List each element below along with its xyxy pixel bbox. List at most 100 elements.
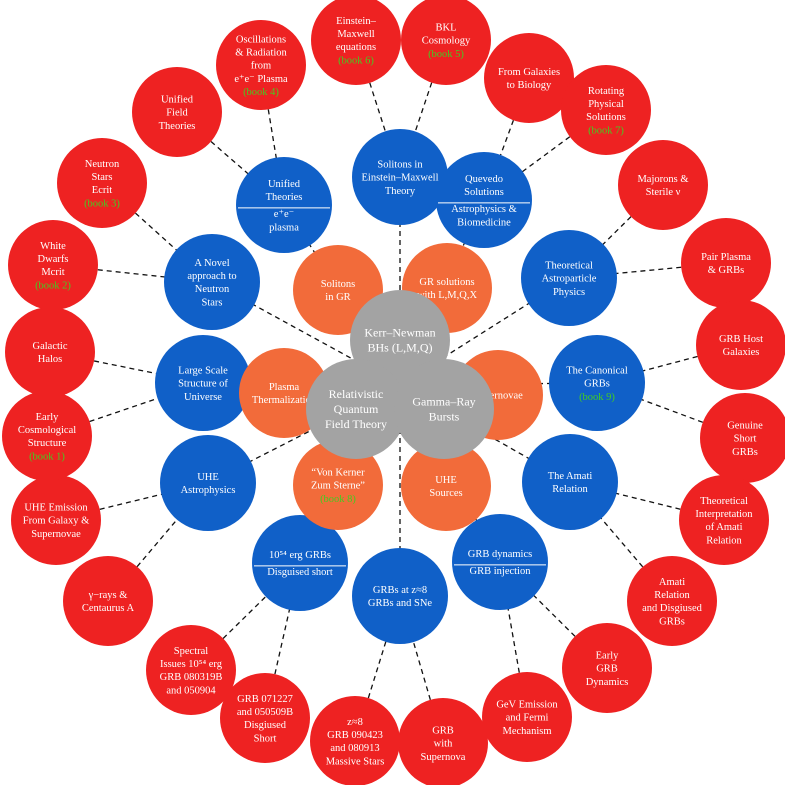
outer-node-o-pair: Pair Plasma& GRBs bbox=[681, 218, 771, 308]
node-label: Quevedo bbox=[465, 174, 503, 185]
outer-circle bbox=[146, 625, 236, 715]
node-label: UHE bbox=[435, 475, 457, 486]
node-label: Early bbox=[596, 651, 619, 662]
outer-circle bbox=[2, 391, 92, 481]
middle-circle bbox=[522, 434, 618, 530]
node-label: Neutron bbox=[85, 159, 120, 170]
node-label: GRB 080319B bbox=[160, 672, 223, 683]
node-label: GRBs bbox=[659, 616, 685, 627]
node-label: Short bbox=[254, 733, 277, 744]
node-label: Einstein– bbox=[336, 16, 376, 27]
node-label: Astrophysics bbox=[181, 485, 236, 496]
node-sublabel: e⁺e⁻ bbox=[274, 209, 294, 220]
node-label: Solutions bbox=[464, 187, 504, 198]
node-label: Ecrit bbox=[92, 185, 112, 196]
node-label: z≈8 bbox=[347, 717, 363, 728]
node-label: and 080913 bbox=[330, 743, 379, 754]
node-label: Theoretical bbox=[700, 496, 748, 507]
book-label: (book 1) bbox=[29, 451, 65, 462]
node-label: Cosmological bbox=[18, 425, 76, 436]
middle-circle bbox=[352, 548, 448, 644]
node-label: Mechanism bbox=[503, 726, 552, 737]
node-label: GRBs and SNe bbox=[368, 598, 433, 609]
middle-circle bbox=[236, 157, 332, 253]
node-label: White bbox=[40, 241, 66, 252]
outer-circle bbox=[216, 20, 306, 110]
outer-circle bbox=[696, 300, 785, 390]
node-label: Issues 10⁵⁴ erg bbox=[160, 659, 223, 670]
book-label: (book 6) bbox=[338, 55, 374, 66]
node-label: Rotating bbox=[588, 86, 625, 97]
inner-circle bbox=[401, 441, 491, 531]
node-label: Oscillations bbox=[236, 34, 286, 45]
node-label: Disgiused bbox=[244, 720, 287, 731]
node-label: 10⁵⁴ erg GRBs bbox=[269, 550, 331, 561]
node-label: Field Theory bbox=[325, 417, 387, 431]
node-label: γ−rays & bbox=[88, 590, 128, 601]
outer-node-o-bkl: BKL Cosmology (book 5) bbox=[401, 0, 491, 85]
book-label: (book 5) bbox=[428, 49, 464, 60]
node-label: Solutions bbox=[586, 112, 626, 123]
node-label: Solitons in bbox=[377, 160, 423, 171]
node-label: Majorons & bbox=[637, 174, 688, 185]
node-label: The Canonical bbox=[566, 366, 628, 377]
outer-circle bbox=[700, 393, 785, 483]
node-label: & Radiation bbox=[235, 48, 287, 59]
outer-circle bbox=[132, 67, 222, 157]
node-label: Gamma–Ray bbox=[412, 395, 475, 409]
outer-circle bbox=[401, 0, 491, 85]
node-label: Cosmology bbox=[422, 36, 471, 47]
node-label: BKL bbox=[436, 23, 457, 34]
outer-circle bbox=[681, 218, 771, 308]
outer-circle bbox=[5, 307, 95, 397]
node-sublabel: Disguised short bbox=[267, 567, 333, 578]
node-label: and Fermi bbox=[506, 713, 549, 724]
node-label: equations bbox=[336, 42, 376, 53]
outer-circle bbox=[310, 696, 400, 786]
connector-line bbox=[101, 182, 213, 283]
node-label: From Galaxy & bbox=[23, 516, 90, 527]
node-label: “Von Kerner bbox=[311, 468, 365, 479]
outer-circle bbox=[398, 698, 488, 788]
node-label: GRB dynamics bbox=[468, 549, 532, 560]
node-label: Centaurus A bbox=[82, 603, 135, 614]
node-label: Relation bbox=[552, 484, 588, 495]
node-sublabel: GRB injection bbox=[470, 566, 532, 577]
node-sublabel: Astrophysics & bbox=[451, 204, 517, 215]
middle-circle bbox=[352, 129, 448, 225]
connector-line bbox=[596, 344, 742, 384]
node-label: Physics bbox=[553, 287, 585, 298]
node-label: Solitons bbox=[321, 279, 355, 290]
node-label: Supernova bbox=[421, 752, 466, 763]
outer-circle bbox=[8, 220, 98, 310]
node-label: Neutron bbox=[195, 284, 230, 295]
node-label: GRB Host bbox=[719, 334, 763, 345]
outer-circle bbox=[11, 475, 101, 565]
node-label: Dynamics bbox=[586, 677, 629, 688]
node-label: in GR bbox=[325, 292, 350, 303]
node-label: Theory bbox=[385, 186, 416, 197]
node-label: & GRBs bbox=[708, 265, 744, 276]
node-label: Spectral bbox=[174, 646, 208, 657]
node-label: Quantum bbox=[334, 402, 379, 416]
node-label: From Galaxies bbox=[498, 67, 560, 78]
node-label: Galactic bbox=[33, 341, 68, 352]
node-label: Sources bbox=[429, 488, 462, 499]
node-label: Einstein–Maxwell bbox=[362, 173, 439, 184]
outer-circle bbox=[482, 672, 572, 762]
core-circle bbox=[394, 359, 494, 459]
node-label: Theories bbox=[266, 192, 303, 203]
